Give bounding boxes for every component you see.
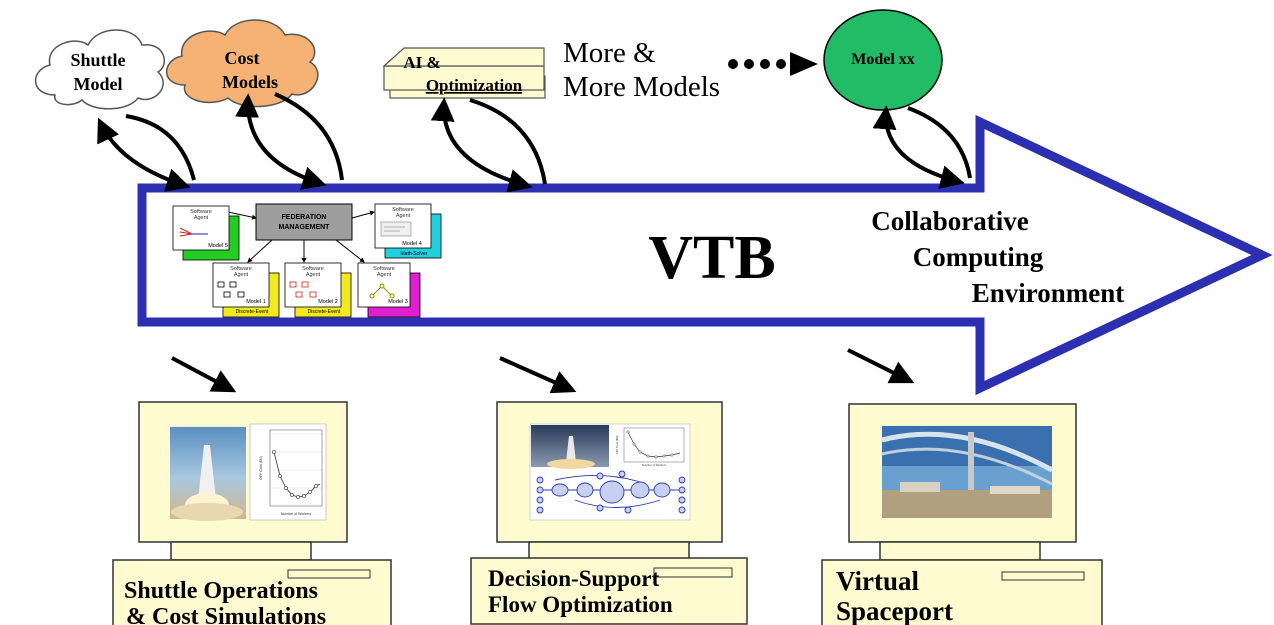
svg-text:Model 3: Model 3: [388, 299, 408, 305]
ai-line2: Optimization: [426, 76, 523, 95]
cost-models-cloud: Cost Models: [166, 19, 319, 108]
vtb-arrow: [137, 114, 1273, 396]
svg-text:Math-Solver: Math-Solver: [401, 251, 428, 257]
svg-text:Model 4: Model 4: [402, 241, 422, 247]
svg-text:Model 1: Model 1: [246, 299, 266, 305]
svg-text:Software: Software: [230, 266, 252, 272]
cost-chart-1: [249, 423, 327, 521]
computer-decision-support: OPF Cost ($M) Number of Workers Decision…: [470, 401, 748, 625]
agent-model-3: Software Agent Model 3: [357, 262, 421, 318]
svg-text:Agent: Agent: [396, 213, 411, 219]
cost-models-line2: Models: [222, 72, 278, 92]
computer-1-line1: Shuttle Operations: [124, 578, 318, 604]
svg-text:Software: Software: [373, 266, 395, 272]
agent-model-2: Software Agent Model 2 Discrete-Event: [284, 262, 352, 318]
svg-text:Software: Software: [190, 209, 212, 215]
more-models-line1: More &: [563, 37, 656, 69]
collab-line2: Computing: [913, 242, 1044, 272]
federation-line2: MANAGEMENT: [279, 224, 331, 231]
svg-text:Model 5: Model 5: [208, 243, 228, 249]
svg-text:OPF Cost ($M): OPF Cost ($M): [615, 436, 619, 455]
down-arrows: [171, 348, 915, 394]
cost-models-line1: Cost: [225, 48, 260, 68]
agent-model-4: Software Agent Model 4 Math-Solver: [374, 203, 442, 259]
svg-text:Agent: Agent: [377, 272, 392, 278]
shuttle-model-line2: Model: [74, 74, 123, 94]
collab-line3: Environment: [972, 278, 1125, 308]
federation-diagram: FEDERATION MANAGEMENT Software Agent Mod…: [172, 203, 442, 318]
vtb-title: VTB: [648, 224, 775, 292]
model-xx-label: Model xx: [851, 51, 915, 68]
svg-text:Agent: Agent: [306, 272, 321, 278]
svg-text:Model 2: Model 2: [318, 299, 338, 305]
svg-text:Agent: Agent: [194, 215, 209, 221]
svg-text:Number of Workers: Number of Workers: [642, 463, 667, 467]
svg-text:OPF Cost ($M): OPF Cost ($M): [259, 456, 263, 480]
flow-network: [536, 470, 686, 514]
computer-virtual-spaceport: Virtual Spaceport: [821, 403, 1103, 625]
computer-shuttle-ops: OPF Cost ($M) Number of Workers Shuttle …: [112, 401, 392, 625]
computer-3-line2: Spaceport: [836, 596, 953, 625]
ellipsis-arrow: [728, 52, 818, 76]
computer-2-line1: Decision-Support: [488, 566, 660, 591]
federation-line1: FEDERATION: [282, 214, 327, 221]
agent-model-5: Software Agent Model 5: [172, 205, 240, 261]
collab-line1: Collaborative: [871, 206, 1028, 236]
ai-line1: AI &: [403, 53, 440, 72]
svg-text:Agent: Agent: [234, 272, 249, 278]
ai-optimization-box: AI & Optimization: [382, 47, 546, 99]
shuttle-model-line1: Shuttle: [70, 50, 125, 70]
shuttle-model-cloud: Shuttle Model: [34, 29, 166, 110]
svg-text:Software: Software: [302, 266, 324, 272]
computer-3-line1: Virtual: [836, 566, 919, 596]
model-xx-ellipse: Model xx: [823, 9, 943, 111]
computer-2-line2: Flow Optimization: [488, 592, 673, 617]
federation-management-box: [255, 203, 353, 241]
svg-text:Discrete-Event: Discrete-Event: [308, 309, 341, 315]
more-models-line2: More Models: [563, 71, 720, 103]
svg-text:Number of Workers: Number of Workers: [281, 512, 312, 516]
computer-1-line2: & Cost Simulations: [126, 604, 326, 625]
svg-text:Software: Software: [392, 207, 414, 213]
cost-chart-2: [612, 425, 688, 467]
connector-arrows: [97, 92, 972, 193]
svg-text:Discrete-Event: Discrete-Event: [236, 309, 269, 315]
agent-model-1: Software Agent Model 1 Discrete-Event: [212, 262, 280, 318]
